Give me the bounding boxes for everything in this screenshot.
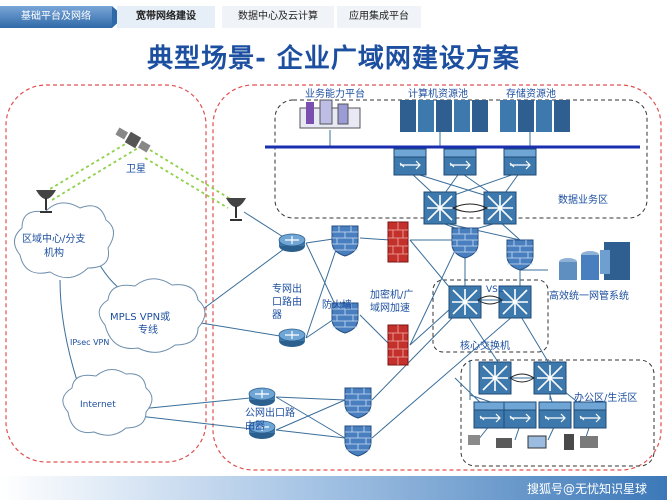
access-switch-icon[interactable]	[503, 148, 537, 176]
core-switch-label: 核心交换机	[460, 339, 510, 352]
firewall-icon[interactable]	[506, 239, 534, 271]
public-router-label: 公网出口路	[245, 406, 295, 419]
internet-cloud	[62, 369, 153, 436]
compute-pool-label: 计算机资源池	[408, 87, 468, 100]
core-switch-zone	[432, 279, 549, 353]
satellite-icon	[115, 127, 151, 153]
storage-pool-icon	[500, 100, 570, 132]
office-zone	[460, 359, 655, 467]
firewall-label: 防火墙	[322, 298, 352, 311]
access-switch-icon[interactable]	[393, 148, 427, 176]
core-switch-icon[interactable]	[448, 285, 482, 319]
encryptor-label-2: 域网加速	[370, 301, 410, 314]
page-title: 典型场景- 企业广域网建设方案	[147, 44, 520, 74]
wan-router-icon[interactable]	[278, 233, 306, 253]
mpls-cloud	[98, 278, 206, 353]
wan-router-label: 专网出	[272, 282, 302, 295]
public-router-icon[interactable]	[248, 387, 276, 407]
vsc-label: VSC	[486, 285, 504, 295]
firewall-icon[interactable]	[451, 227, 479, 259]
satellite-label: 卫星	[126, 163, 146, 175]
hq-dish-icon	[225, 197, 247, 221]
access-switch-icon[interactable]	[503, 401, 537, 429]
mpls-label: MPLS VPN或	[110, 311, 170, 323]
office-devices	[468, 434, 598, 450]
watermark-text: 搜狐号@无忧知识星球	[526, 482, 647, 496]
firewall-icon[interactable]	[344, 425, 372, 457]
netmgmt-icon	[559, 242, 630, 280]
encryptor-icon[interactable]	[387, 324, 409, 366]
left-zone	[5, 84, 207, 463]
tab-broadband-network[interactable]: 宽带网络建设	[117, 6, 215, 28]
encryptor-label: 加密机/广	[370, 288, 413, 301]
wan-router-label-2: 口路由	[272, 295, 302, 308]
service-platform-icon	[299, 99, 361, 129]
office-switch-icon[interactable]	[478, 361, 512, 395]
compute-pool-icon	[400, 100, 488, 132]
ipsec-label: IPsec VPN	[70, 338, 109, 347]
office-zone-label: 办公区/生活区	[574, 391, 637, 404]
top-tab-bar: 基础平台及网络 宽带网络建设 数据中心及云计算 应用集成平台	[0, 0, 667, 34]
access-switch-icon[interactable]	[443, 148, 477, 176]
branch-label-2: 机构	[44, 246, 64, 259]
access-switch-icon[interactable]	[473, 401, 507, 429]
satellite-links	[44, 139, 233, 209]
service-platform-label: 业务能力平台	[305, 87, 365, 100]
public-router-label-2: 由器	[245, 419, 265, 432]
branch-label: 区域中心/分支	[22, 232, 85, 245]
firewall-icon[interactable]	[331, 225, 359, 257]
tab-app-integration[interactable]: 应用集成平台	[337, 6, 421, 28]
access-switch-icon[interactable]	[573, 401, 607, 429]
access-switch-icon[interactable]	[538, 401, 572, 429]
dc-switch-icon[interactable]	[423, 191, 457, 225]
tab-datacenter-cloud[interactable]: 数据中心及云计算	[222, 6, 334, 28]
wan-router-label-3: 器	[272, 309, 282, 321]
office-switch-icon[interactable]	[533, 361, 567, 395]
mpls-label-2: 专线	[138, 323, 158, 336]
branch-cloud	[14, 202, 114, 279]
data-zone-label: 数据业务区	[558, 193, 608, 206]
bottom-bar	[0, 476, 667, 500]
firewall-icon[interactable]	[344, 387, 372, 419]
internet-label: Internet	[80, 400, 116, 410]
storage-pool-label: 存储资源池	[506, 87, 556, 100]
datacenter-zone	[212, 84, 662, 471]
netmgmt-label: 高效统一网管系统	[549, 289, 629, 302]
wan-router-icon[interactable]	[278, 328, 306, 348]
encryptor-icon[interactable]	[387, 221, 409, 263]
dc-switch-icon[interactable]	[483, 191, 517, 225]
